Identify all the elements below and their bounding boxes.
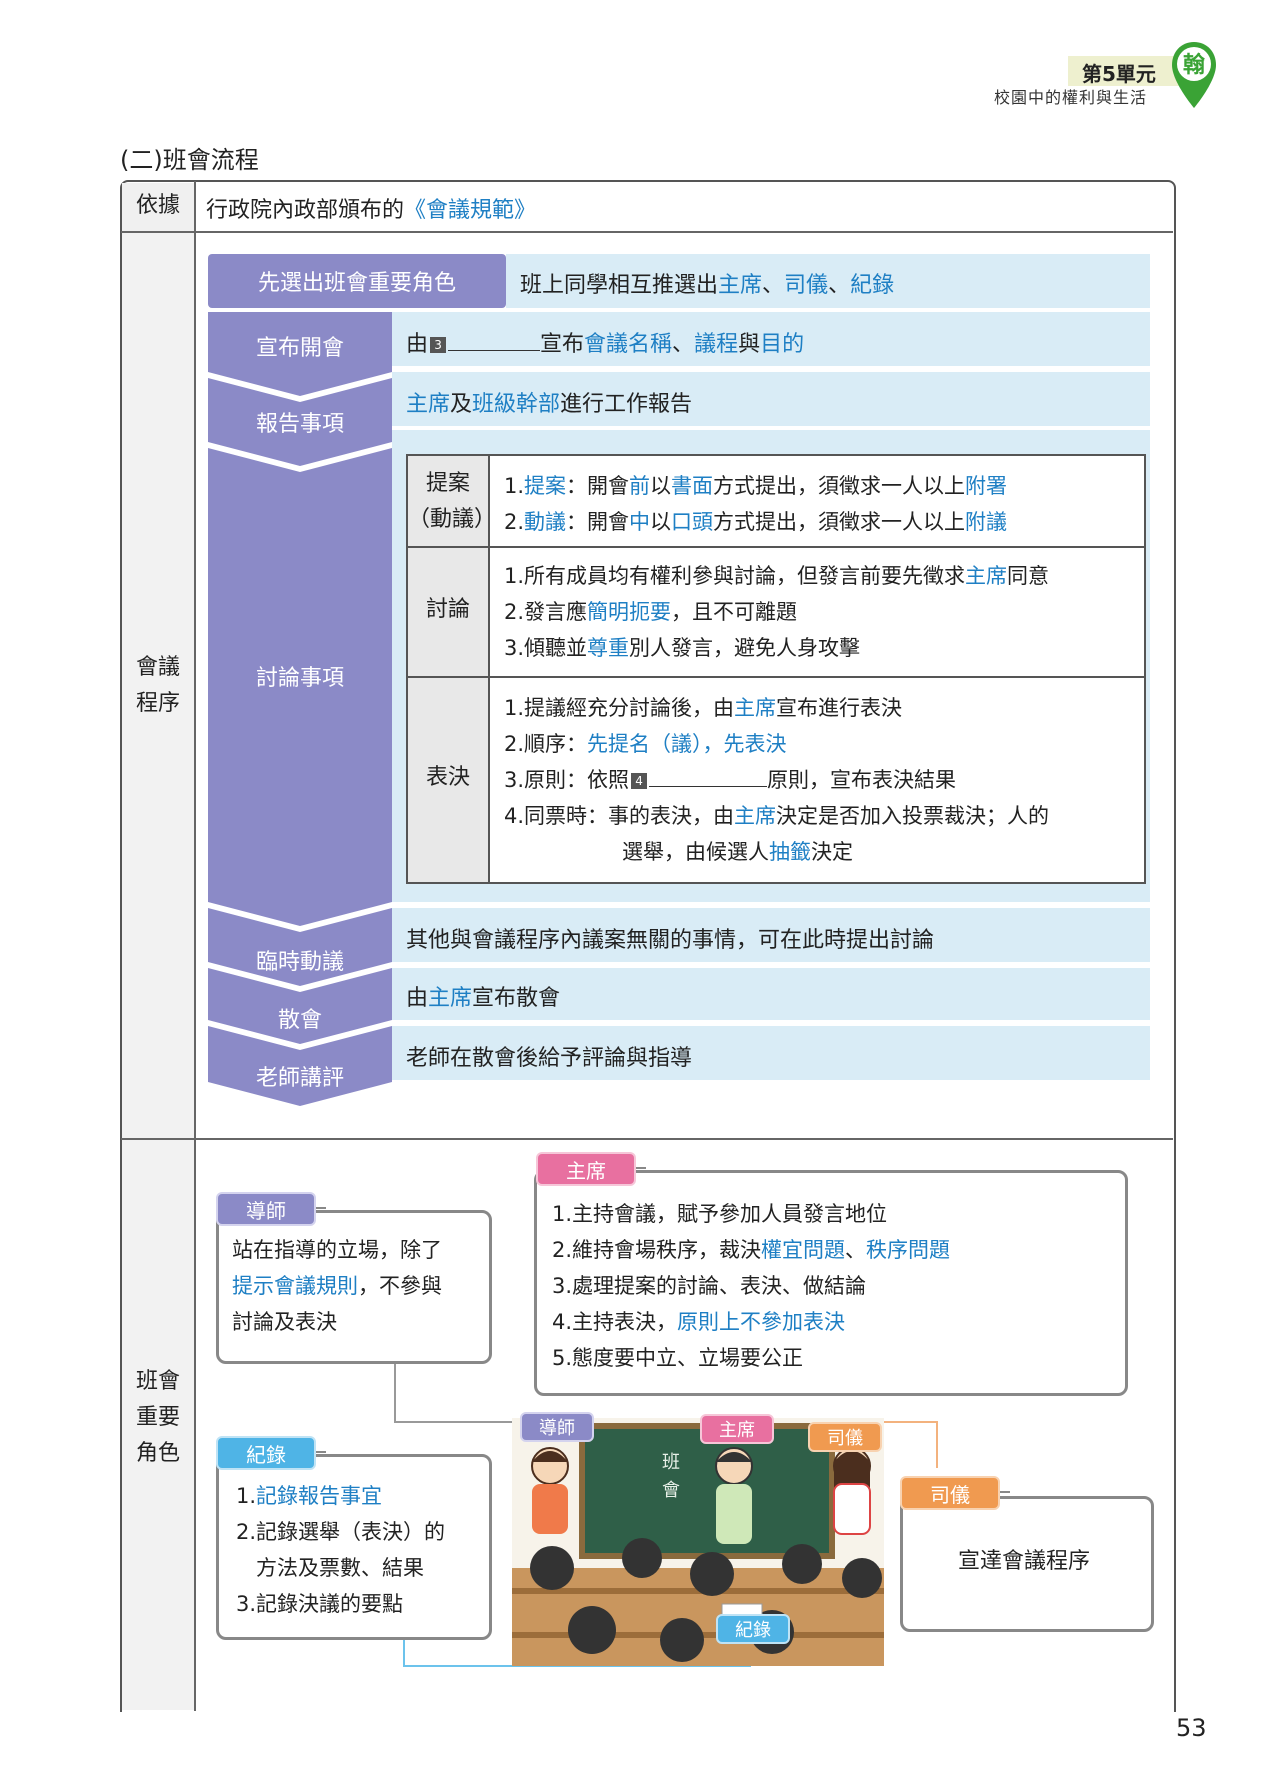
step-label-adjourn: 散會 — [277, 1008, 322, 1033]
blank-marker-3: 3 — [430, 337, 447, 353]
illus-tag-chair: 主席 — [700, 1414, 774, 1444]
step-adjourn-text: 由主席宣布散會 — [406, 986, 561, 1011]
discuss-item-1: 1.所有成員均有權利參與討論，但發言前要先徵求主席同意 — [504, 564, 1050, 588]
step-comment-text: 老師在散會後給予評論與指導 — [406, 1046, 693, 1071]
basis-text: 行政院內政部頒布的《會議規範》 — [206, 198, 537, 223]
step-label-open: 宣布開會 — [255, 336, 344, 361]
vote-item-1: 1.提議經充分討論後，由主席宣布進行表決 — [504, 696, 903, 720]
procedure-label: 會議程序 — [135, 655, 180, 716]
vote-item-4: 4.同票時：事的表決，由主席決定是否加入投票裁決；人的 — [504, 804, 1050, 828]
illus-tag-teacher: 導師 — [520, 1412, 594, 1442]
recorder-role-box — [216, 1454, 492, 1640]
step-report-text: 主席及班級幹部進行工作報告 — [406, 392, 693, 417]
roles-label: 班會重要角色 — [135, 1369, 180, 1466]
location-pin-icon: 翰 — [1172, 42, 1216, 108]
discussion-table: 提案（動議） 1.提案：開會前以書面方式提出，須徵求一人以上附署 2.動議：開會… — [406, 454, 1146, 884]
emcee-duty: 宣達會議程序 — [958, 1549, 1091, 1574]
proposal-item-2: 2.動議：開會中以口頭方式提出，須徵求一人以上附議 — [504, 510, 1008, 534]
proposal-item-1: 1.提案：開會前以書面方式提出，須徵求一人以上附署 — [504, 474, 1008, 498]
vote-label: 表決 — [425, 765, 470, 790]
illus-tag-recorder: 紀錄 — [716, 1614, 790, 1644]
recorder-tag: 紀錄 — [216, 1436, 316, 1470]
unit-tab-bg — [1068, 56, 1188, 86]
vote-item-2: 2.順序：先提名（議），先表決 — [504, 732, 787, 756]
vote-item-4-cont: 選舉，由候選人抽籤決定 — [622, 840, 853, 864]
fill-in-blank-4 — [649, 764, 768, 787]
proposal-label: 提案（動議） — [408, 471, 497, 532]
chair-tag: 主席 — [536, 1152, 636, 1186]
teacher-role-box — [216, 1210, 492, 1364]
discuss-label: 討論 — [425, 597, 470, 622]
illus-tag-emcee: 司儀 — [808, 1422, 882, 1452]
first-step-pill: 先選出班會重要角色 — [208, 254, 506, 308]
left-label-column-bg — [122, 233, 194, 1710]
basis-label-bg — [122, 183, 194, 231]
step-motion-text: 其他與會議程序內議案無關的事情，可在此時提出討論 — [406, 928, 935, 953]
basis-label: 依據 — [135, 193, 180, 218]
teacher-tag: 導師 — [216, 1192, 316, 1226]
basis-highlight: 《會議規範》 — [404, 198, 537, 223]
first-step-desc: 班上同學相互推選出主席、司儀、紀錄 — [520, 273, 895, 298]
step-label-comment: 老師講評 — [255, 1066, 344, 1091]
step-label-discussion: 討論事項 — [255, 666, 344, 691]
discuss-item-2: 2.發言應簡明扼要，且不可離題 — [504, 600, 798, 624]
fill-in-blank-3 — [448, 328, 541, 351]
teacher-duties: 站在指導的立場，除了 提示會議規則，不參與 討論及表決 — [232, 1238, 442, 1334]
flow-arrow-column — [208, 312, 392, 1106]
first-step-band — [506, 254, 1150, 308]
board-text-1: 班 — [662, 1452, 680, 1473]
board-text-2: 會 — [662, 1480, 680, 1501]
chair-duties: 1.主持會議，賦予參加人員發言地位 2.維持會場秩序，裁決權宜問題、秩序問題 3… — [552, 1202, 951, 1370]
emcee-tag: 司儀 — [900, 1476, 1000, 1510]
procedure-table — [120, 180, 1176, 1712]
emcee-role-box — [900, 1496, 1154, 1632]
page-number: 53 — [1176, 1714, 1207, 1742]
step-label-motion: 臨時動議 — [255, 950, 344, 975]
classroom-illustration: 班 會 — [512, 1418, 884, 1666]
step-label-report: 報告事項 — [255, 412, 344, 437]
blank-marker-4: 4 — [631, 773, 648, 789]
unit-title: 第5單元 — [1082, 62, 1156, 86]
unit-subtitle: 校園中的權利與生活 — [994, 88, 1148, 107]
logo-glyph: 翰 — [1183, 52, 1205, 78]
discuss-item-3: 3.傾聽並尊重別人發言，避免人身攻擊 — [504, 636, 861, 660]
recorder-duties: 1.記錄報告事宜 2.記錄選舉（表決）的 方法及票數、結果 3.記錄決議的要點 — [236, 1484, 446, 1616]
chair-role-box — [534, 1170, 1128, 1396]
section-title: (二)班會流程 — [120, 146, 259, 174]
